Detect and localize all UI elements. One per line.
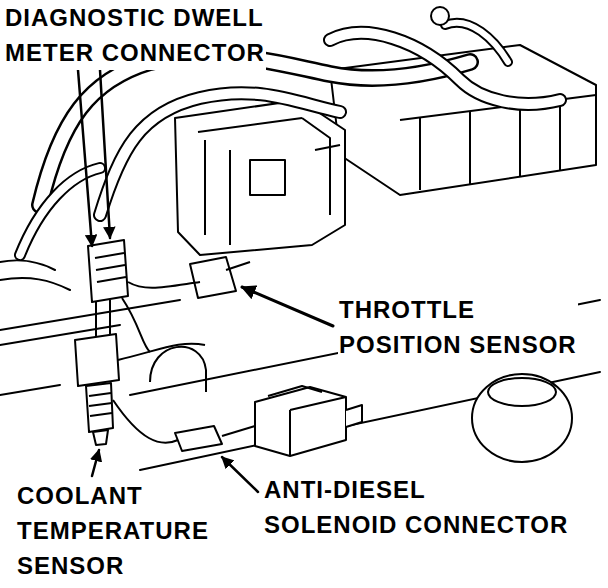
drawing-stroke xyxy=(469,112,471,184)
drawing-stroke xyxy=(315,145,340,150)
part-label: THROTTLE POSITION SENSOR xyxy=(338,292,578,362)
drawing-stroke xyxy=(88,240,128,302)
drawing-stroke xyxy=(95,253,126,282)
drawing-stroke xyxy=(0,260,55,270)
label-line: METER CONNECTOR xyxy=(5,35,265,70)
drawing-stroke xyxy=(330,33,560,104)
drawing-stroke xyxy=(150,347,206,392)
drawing-stroke xyxy=(229,150,231,245)
drawing-stroke xyxy=(419,118,421,190)
drawing-stroke xyxy=(198,118,302,132)
drawing-stroke xyxy=(93,430,108,445)
drawing-stroke xyxy=(559,101,561,170)
drawing-stroke xyxy=(100,93,340,215)
drawing-stroke xyxy=(100,93,340,215)
drawing-stroke xyxy=(222,426,255,436)
label-line: TEMPERATURE xyxy=(17,513,209,548)
drawing-stroke xyxy=(445,23,508,62)
drawing-stroke xyxy=(204,140,206,235)
drawing-stroke xyxy=(75,334,119,386)
drawing-stroke xyxy=(100,70,110,238)
label-line: SOLENOID CONNECTOR xyxy=(264,507,568,542)
label-line: DIAGNOSTIC DWELL xyxy=(5,0,265,35)
drawing-stroke xyxy=(519,106,521,176)
label-line: POSITION SENSOR xyxy=(339,327,577,362)
drawing-stroke xyxy=(488,378,556,406)
label-line: SENSOR xyxy=(17,548,209,583)
drawing-stroke xyxy=(86,383,113,432)
drawing-stroke xyxy=(445,23,508,62)
drawing-stroke xyxy=(89,393,112,416)
throttle-body xyxy=(175,100,345,255)
drawing-stroke xyxy=(0,300,180,330)
drawing-stroke xyxy=(346,405,362,427)
drawing-stroke xyxy=(472,374,572,462)
drawing-stroke xyxy=(268,386,346,456)
drawing-stroke xyxy=(330,33,560,104)
drawing-stroke xyxy=(302,118,330,215)
drawing-stroke xyxy=(242,287,333,326)
drawing-stroke xyxy=(128,282,200,288)
drawing-stroke xyxy=(226,262,250,270)
drawing-stroke xyxy=(250,160,285,195)
part-label: COOLANT TEMPERATURE SENSOR xyxy=(16,478,210,583)
drawing-stroke xyxy=(431,7,449,25)
drawing-stroke xyxy=(190,257,236,298)
drawing-stroke xyxy=(255,387,346,456)
label-line: ANTI-DIESEL xyxy=(264,472,568,507)
engine-lines xyxy=(0,260,600,470)
leader-arrows xyxy=(78,70,333,492)
drawing-stroke xyxy=(78,70,92,246)
drawing-stroke xyxy=(0,385,60,395)
drawing-stroke xyxy=(222,457,258,492)
drawing-stroke xyxy=(175,100,345,255)
part-label: DIAGNOSTIC DWELL METER CONNECTOR xyxy=(4,0,266,70)
label-line: COOLANT xyxy=(17,478,209,513)
drawing-stroke xyxy=(175,426,222,451)
drawing-stroke xyxy=(113,400,178,443)
label-line: THROTTLE xyxy=(339,292,577,327)
drawing-stroke xyxy=(92,450,99,476)
drawing-stroke xyxy=(118,344,205,360)
drawing-stroke xyxy=(0,278,70,290)
drawing-stroke xyxy=(140,372,600,470)
part-label: ANTI-DIESEL SOLENOID CONNECTOR xyxy=(263,472,569,542)
